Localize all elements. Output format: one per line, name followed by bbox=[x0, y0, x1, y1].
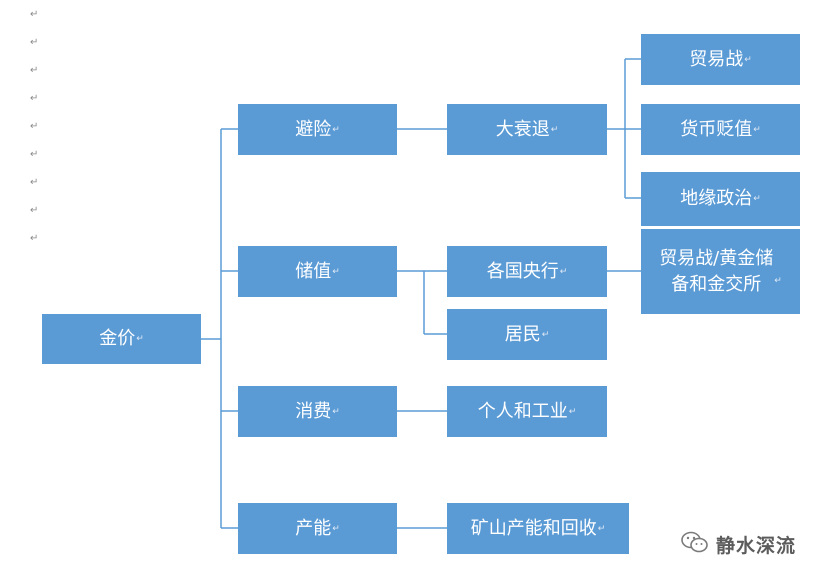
node-label: 产能 bbox=[295, 517, 332, 539]
paragraph-mark: ↵ bbox=[744, 54, 752, 65]
node-currency-devaluation: 货币贬值↵ bbox=[641, 104, 800, 155]
paragraph-mark: ↵ bbox=[30, 93, 39, 104]
paragraph-mark: ↵ bbox=[332, 124, 340, 135]
node-branch-store-value: 储值↵ bbox=[238, 246, 397, 297]
node-central-banks: 各国央行↵ bbox=[447, 246, 607, 297]
paragraph-mark: ↵ bbox=[30, 205, 39, 216]
paragraph-mark: ↵ bbox=[550, 124, 559, 135]
paragraph-mark: ↵ bbox=[30, 121, 39, 132]
paragraph-mark: ↵ bbox=[30, 149, 39, 160]
node-label: 贸易战/黄金储 备和金交所 bbox=[659, 247, 774, 295]
paragraph-mark: ↵ bbox=[30, 37, 39, 48]
paragraph-mark: ↵ bbox=[30, 65, 39, 76]
paragraph-mark: ↵ bbox=[30, 9, 39, 20]
paragraph-mark: ↵ bbox=[332, 523, 340, 534]
wechat-icon bbox=[680, 530, 710, 558]
paragraph-mark: ↵ bbox=[597, 523, 606, 534]
node-root: 金价↵ bbox=[42, 314, 201, 364]
node-label: 个人和工业 bbox=[477, 400, 568, 422]
node-branch-capacity: 产能↵ bbox=[238, 503, 397, 554]
node-personal-industrial: 个人和工业↵ bbox=[447, 386, 607, 437]
paragraph-mark: ↵ bbox=[332, 406, 340, 417]
node-label: 消费 bbox=[295, 400, 332, 422]
watermark-text: 静水深流 bbox=[716, 534, 797, 557]
paragraph-mark: ↵ bbox=[753, 194, 761, 204]
node-label: 各国央行 bbox=[486, 260, 559, 282]
node-residents: 居民↵ bbox=[447, 309, 607, 360]
node-recession: 大衰退↵ bbox=[447, 104, 607, 155]
node-label: 矿山产能和回收 bbox=[470, 517, 597, 539]
node-trade-war: 贸易战↵ bbox=[641, 34, 800, 85]
node-geopolitics: 地缘政治↵ bbox=[641, 172, 800, 226]
paragraph-mark: ↵ bbox=[136, 334, 144, 344]
node-label: 大衰退 bbox=[495, 118, 550, 140]
node-label: 居民 bbox=[504, 323, 541, 345]
node-label: 金价 bbox=[99, 328, 136, 349]
paragraph-mark: ↵ bbox=[774, 276, 782, 286]
paragraph-mark: ↵ bbox=[30, 177, 39, 188]
node-mine-capacity-recycling: 矿山产能和回收↵ bbox=[447, 503, 629, 554]
paragraph-mark: ↵ bbox=[30, 233, 39, 244]
paragraph-mark: ↵ bbox=[753, 124, 761, 135]
node-branch-hedge: 避险↵ bbox=[238, 104, 397, 155]
paragraph-mark: ↵ bbox=[568, 406, 577, 417]
node-branch-consumption: 消费↵ bbox=[238, 386, 397, 437]
node-label: 货币贬值 bbox=[680, 118, 753, 140]
node-label: 地缘政治 bbox=[680, 188, 753, 209]
node-trade-war-gold-reserves: 贸易战/黄金储 备和金交所↵ bbox=[641, 229, 800, 314]
paragraph-mark: ↵ bbox=[541, 329, 550, 340]
watermark: 静水深流 bbox=[680, 529, 796, 559]
paragraph-mark: ↵ bbox=[332, 266, 340, 277]
node-label: 贸易战 bbox=[689, 48, 744, 70]
node-label: 避险 bbox=[295, 118, 332, 140]
node-label: 储值 bbox=[295, 260, 332, 282]
paragraph-mark: ↵ bbox=[559, 266, 568, 277]
